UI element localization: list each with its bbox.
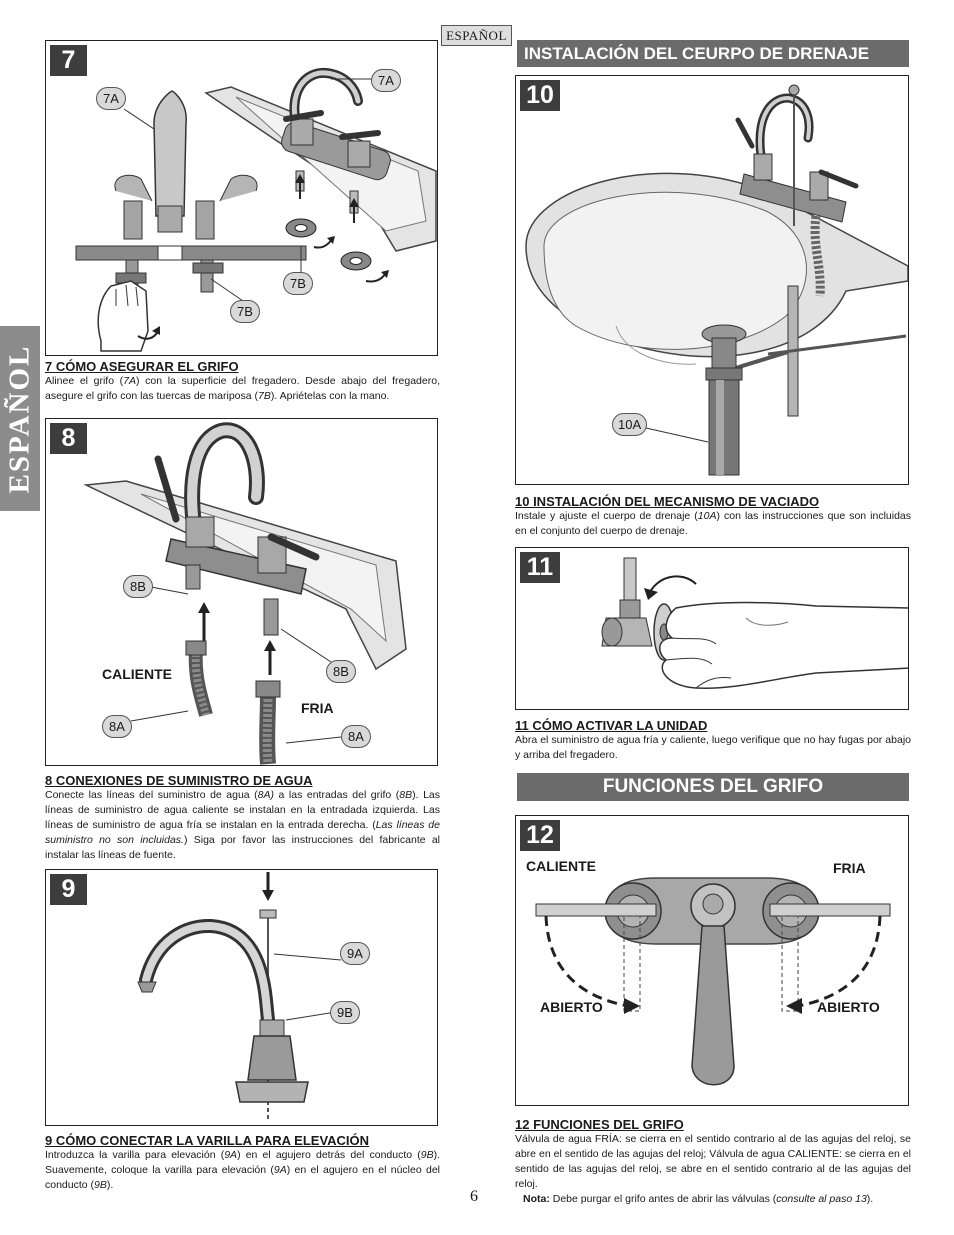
- step-8-number: 8: [50, 423, 87, 454]
- step-8-illustration: [83, 422, 407, 765]
- callout-7a-left: 7A: [96, 87, 126, 110]
- step-11-title: 11 CÓMO ACTIVAR LA UNIDAD: [515, 718, 708, 733]
- hot-label: CALIENTE: [102, 666, 172, 682]
- open-left-label: ABIERTO: [540, 999, 603, 1015]
- step-7-number: 7: [50, 45, 87, 76]
- callout-7a-right: 7A: [371, 69, 401, 92]
- callout-10a: 10A: [612, 413, 648, 436]
- functions-section-banner: FUNCIONES DEL GRIFO: [517, 773, 909, 801]
- callout-8a-left: 8A: [102, 715, 132, 738]
- step-7-title: 7 CÓMO ASEGURAR EL GRIFO: [45, 359, 239, 374]
- step-9-panel: 9 9A 9B: [45, 869, 438, 1126]
- step-10-number: 10: [520, 80, 560, 111]
- open-right-label: ABIERTO: [817, 999, 880, 1015]
- hot-valve-label: CALIENTE: [526, 858, 596, 874]
- callout-8b-right: 8B: [326, 660, 356, 683]
- step-12-illustration: [535, 877, 891, 1086]
- cold-label: FRIA: [301, 700, 334, 716]
- step-10-title: 10 INSTALACIÓN DEL MECANISMO DE VACIADO: [515, 494, 820, 509]
- step-10-illustration: [525, 84, 908, 476]
- callout-7b-right: 7B: [283, 272, 313, 295]
- step-8-panel: 8 8B 8B 8A 8A CALIENTE FRIA: [45, 418, 438, 766]
- step-8-title: 8 CONEXIONES DE SUMINISTRO DE AGUA: [45, 773, 313, 788]
- step-12-number: 12: [520, 820, 560, 851]
- callout-7b-left: 7B: [230, 300, 260, 323]
- language-tag: ESPAÑOL: [441, 25, 512, 46]
- callout-8b-left: 8B: [123, 575, 153, 598]
- drain-section-banner: INSTALACIÓN DEL CEURPO DE DRENAJE: [517, 40, 909, 67]
- step-11-illustration: [601, 557, 908, 689]
- page-number: 6: [470, 1188, 478, 1205]
- callout-8a-right: 8A: [341, 725, 371, 748]
- step-7-panel: 7: [45, 40, 438, 356]
- step-9-number: 9: [50, 874, 87, 905]
- side-language-tab: ESPAÑOL: [0, 326, 40, 511]
- step-12-title: 12 FUNCIONES DEL GRIFO: [515, 1117, 684, 1132]
- step-10-body: Instale y ajuste el cuerpo de drenaje (1…: [515, 510, 912, 537]
- step-11-number: 11: [520, 552, 560, 583]
- step-7-body: Alinee el grifo (7A) con la superficie d…: [45, 375, 440, 402]
- step-7-illustration: [75, 67, 437, 352]
- step-9-body: Introduzca la varilla para elevación (9A…: [45, 1149, 440, 1191]
- step-8-body: Conecte las líneas del suministro de agu…: [45, 789, 441, 861]
- step-9-title: 9 CÓMO CONECTAR LA VARILLA PARA ELEVACIÓ…: [45, 1133, 370, 1148]
- step-11-body: Abra el suministro de agua fría y calien…: [515, 734, 911, 761]
- step-12-body: Válvula de agua FRÍA: se cierra en el se…: [515, 1133, 911, 1205]
- callout-9a: 9A: [340, 942, 370, 965]
- step-9-illustration: [137, 872, 342, 1122]
- callout-9b: 9B: [330, 1001, 360, 1024]
- step-11-panel: 11: [515, 547, 909, 710]
- cold-valve-label: FRIA: [833, 860, 866, 876]
- step-12-panel: 12 CALIENTE FRIA ABIERTO ABIERTO: [515, 815, 909, 1106]
- side-tab-label: ESPAÑOL: [3, 344, 36, 493]
- step-10-panel: 10 10A: [515, 75, 909, 485]
